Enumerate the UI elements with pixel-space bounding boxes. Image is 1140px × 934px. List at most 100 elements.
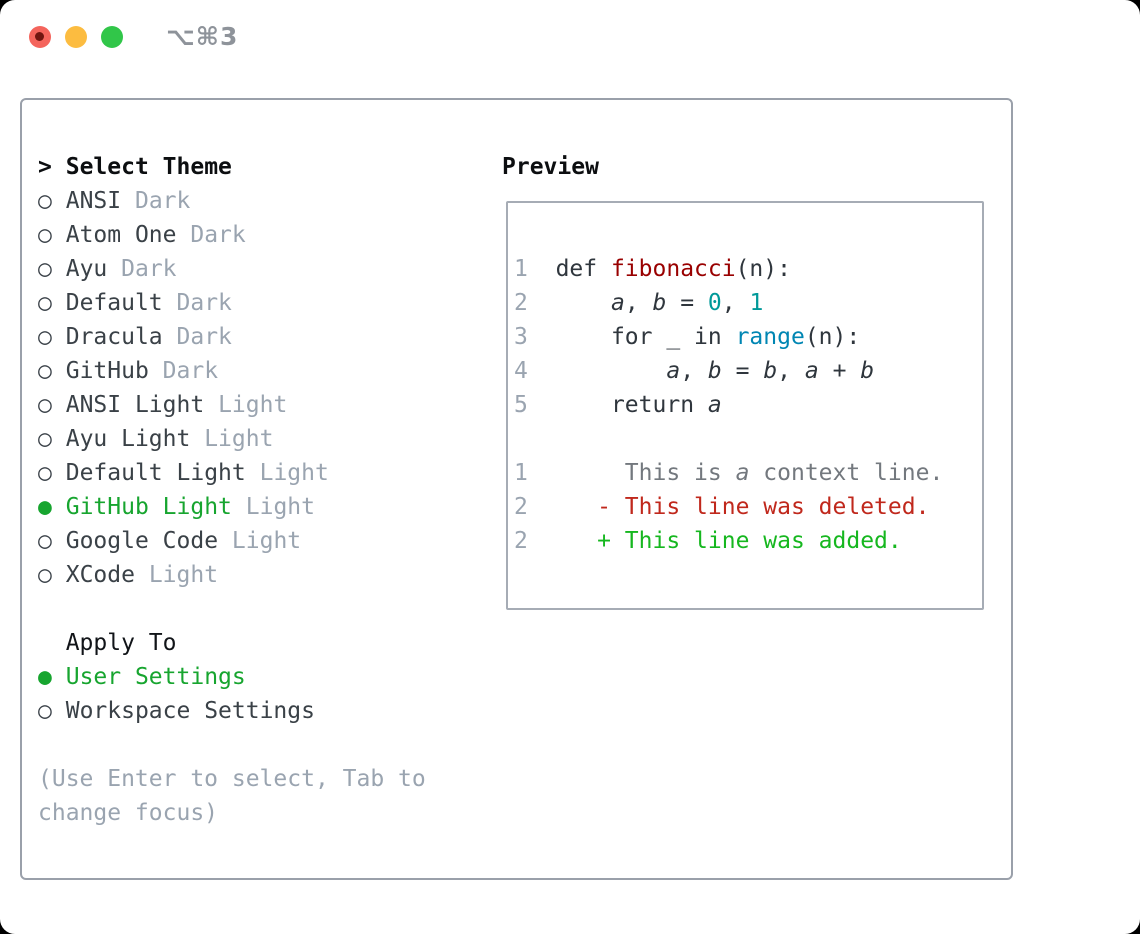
- code-token: ,: [624, 290, 653, 316]
- gap: [177, 222, 191, 248]
- code-token: [528, 256, 556, 282]
- code-token: 0: [707, 290, 722, 316]
- theme-name: Dracula: [65, 324, 163, 350]
- code-token: [528, 358, 666, 384]
- theme-item-default-light-light[interactable]: ○ Default Light Light: [38, 456, 502, 490]
- theme-item-ayu-light-light[interactable]: ○ Ayu Light Light: [38, 422, 502, 456]
- radio-icon: ○: [38, 562, 52, 588]
- apply-option-label: Workspace Settings: [65, 698, 315, 724]
- apply-option-user-settings[interactable]: ● User Settings: [38, 660, 502, 694]
- gap: [52, 290, 66, 316]
- gap: [149, 358, 163, 384]
- code-token: This is: [624, 460, 736, 486]
- gap: [121, 188, 135, 214]
- radio-icon: ○: [38, 256, 52, 282]
- help-text: (Use Enter to select, Tab to change focu…: [38, 766, 426, 826]
- traffic-lights: [29, 26, 123, 48]
- theme-variant: Dark: [121, 256, 177, 282]
- theme-item-dracula-dark[interactable]: ○ Dracula Dark: [38, 320, 502, 354]
- code-token: [528, 392, 611, 418]
- code-token: b: [860, 358, 875, 384]
- select-theme-header-label: Select Theme: [65, 154, 232, 180]
- theme-variant: Light: [204, 426, 274, 452]
- theme-item-atom-one-dark[interactable]: ○ Atom One Dark: [38, 218, 502, 252]
- code-token: b: [652, 290, 667, 316]
- code-token: ,: [680, 358, 708, 384]
- theme-item-google-code-light[interactable]: ○ Google Code Light: [38, 524, 502, 558]
- theme-variant: Dark: [134, 188, 191, 214]
- theme-variant: Dark: [176, 324, 232, 350]
- code-token: a: [804, 358, 819, 384]
- code-token: a: [610, 290, 625, 316]
- theme-item-github-dark[interactable]: ○ GitHub Dark: [38, 354, 502, 388]
- preview-header: Preview: [502, 154, 599, 180]
- theme-item-ayu-dark[interactable]: ○ Ayu Dark: [38, 252, 502, 286]
- apply-option-workspace-settings[interactable]: ○ Workspace Settings: [38, 694, 502, 728]
- gap: [246, 460, 260, 486]
- theme-name: ANSI Light: [65, 392, 205, 418]
- code-token: fibonacci: [610, 256, 736, 282]
- select-theme-header: > Select Theme: [38, 150, 502, 184]
- code-token: =: [721, 358, 764, 384]
- theme-name: Default Light: [65, 460, 246, 486]
- line-number: 3: [514, 324, 528, 350]
- radio-icon: ○: [38, 698, 52, 724]
- code-token: a: [735, 460, 750, 486]
- gap: [232, 494, 246, 520]
- code-token: range: [735, 324, 805, 350]
- title-bar: ⌥⌘3: [0, 0, 1140, 98]
- code-token: [528, 290, 611, 316]
- line-number: 2: [514, 290, 528, 316]
- gap: [52, 494, 66, 520]
- theme-variant: Dark: [162, 358, 219, 384]
- close-button[interactable]: [29, 26, 51, 48]
- code-token: 1: [749, 290, 764, 316]
- apply-to-list: ● User Settings○ Workspace Settings: [38, 660, 502, 728]
- theme-item-ansi-dark[interactable]: ○ ANSI Dark: [38, 184, 502, 218]
- theme-name: ANSI: [65, 188, 122, 214]
- code-token: a: [666, 358, 681, 384]
- gap: [52, 698, 66, 724]
- minimize-button[interactable]: [65, 26, 87, 48]
- code-token: context line.: [749, 460, 944, 486]
- gap: [163, 324, 177, 350]
- theme-item-xcode-light[interactable]: ○ XCode Light: [38, 558, 502, 592]
- theme-name: Atom One: [65, 222, 177, 248]
- code-line: 5 return a: [514, 388, 982, 422]
- gap: [52, 426, 66, 452]
- line-number: 5: [514, 392, 528, 418]
- gap: [52, 188, 66, 214]
- theme-selector-panel: > Select Theme ○ ANSI Dark○ Atom One Dar…: [20, 98, 1013, 880]
- theme-item-ansi-light-light[interactable]: ○ ANSI Light Light: [38, 388, 502, 422]
- theme-variant: Light: [231, 528, 302, 554]
- code-token: + This line was added.: [597, 528, 902, 554]
- gap: [52, 392, 66, 418]
- radio-selected-icon: ●: [38, 494, 52, 520]
- code-blank-line: [514, 422, 982, 456]
- code-token: +: [818, 358, 861, 384]
- theme-variant: Dark: [176, 290, 232, 316]
- code-token: (n):: [804, 324, 861, 350]
- spacer: [38, 592, 502, 626]
- line-number: 2: [514, 494, 528, 520]
- gap: [52, 460, 66, 486]
- theme-list-column: > Select Theme ○ ANSI Dark○ Atom One Dar…: [38, 150, 502, 878]
- gap: [52, 222, 66, 248]
- zoom-button[interactable]: [101, 26, 123, 48]
- theme-variant: Dark: [190, 222, 246, 248]
- code-line: 2 a, b = 0, 1: [514, 286, 982, 320]
- theme-variant: Light: [148, 562, 219, 588]
- gap: [107, 256, 121, 282]
- gap: [218, 528, 232, 554]
- gap: [52, 562, 66, 588]
- apply-to-header: Apply To: [65, 630, 177, 656]
- radio-icon: ○: [38, 222, 52, 248]
- theme-item-github-light-light[interactable]: ● GitHub Light Light: [38, 490, 502, 524]
- theme-item-default-dark[interactable]: ○ Default Dark: [38, 286, 502, 320]
- gap: [190, 426, 204, 452]
- code-token: - This line was deleted.: [597, 494, 930, 520]
- theme-name: Google Code: [65, 528, 219, 554]
- theme-list: ○ ANSI Dark○ Atom One Dark○ Ayu Dark○ De…: [38, 184, 502, 592]
